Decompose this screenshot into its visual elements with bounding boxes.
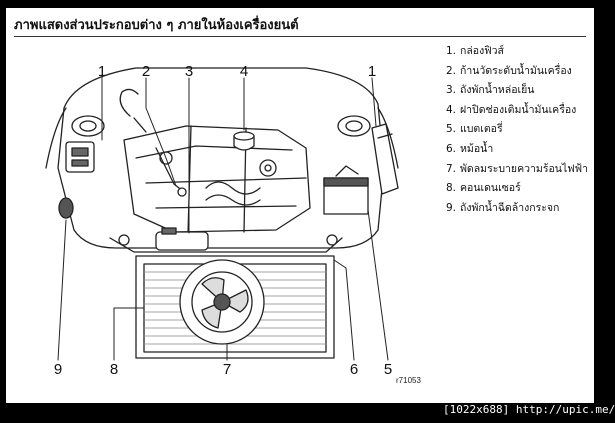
- image-host-watermark: [1022x688] http://upic.me/: [443, 403, 615, 416]
- legend-number: 1.: [446, 45, 457, 57]
- washer-tank: [58, 197, 74, 219]
- legend-label: ถังพักน้ำฉีดล้างกระจก: [460, 201, 560, 214]
- leader-6: [333, 259, 355, 361]
- figure-id: r71053: [396, 376, 421, 385]
- callout-9: 9: [54, 361, 62, 378]
- legend-label: คอนเดนเซอร์: [460, 182, 521, 195]
- callout-5: 5: [384, 361, 392, 378]
- legend-label: ฝาปิดช่องเติมน้ำมันเครื่อง: [460, 103, 577, 116]
- legend-number: 3.: [446, 84, 457, 97]
- coolant-reservoir: [155, 231, 209, 251]
- legend-number: 5.: [446, 123, 457, 136]
- legend-item: 8.คอนเดนเซอร์: [446, 179, 588, 199]
- legend-item: 5.แบตเตอรี่: [446, 120, 588, 140]
- legend-item: 9.ถังพักน้ำฉีดล้างกระจก: [446, 199, 588, 219]
- legend-item: 6.หม้อน้ำ: [446, 140, 588, 160]
- legend-label: แบตเตอรี่: [460, 123, 503, 136]
- leader-1b: [371, 77, 377, 127]
- callout-2: 2: [142, 63, 150, 80]
- legend-item: 4.ฝาปิดช่องเติมน้ำมันเครื่อง: [446, 101, 588, 121]
- leader-2: [145, 77, 177, 187]
- callout-8: 8: [110, 361, 118, 378]
- legend-item: 7.พัดลมระบายความร้อนไฟฟ้า: [446, 160, 588, 180]
- engine-block: [123, 125, 311, 233]
- legend-item: 3.ถังพักน้ำหล่อเย็น: [446, 81, 588, 101]
- legend-number: 4.: [446, 103, 457, 116]
- legend-number: 8.: [446, 182, 457, 195]
- callout-1-right: 1: [368, 63, 376, 80]
- manual-page: ภาพแสดงส่วนประกอบต่าง ๆ ภายในห้องเครื่อง…: [6, 8, 594, 403]
- title-divider: [14, 36, 586, 37]
- page-title: ภาพแสดงส่วนประกอบต่าง ๆ ภายในห้องเครื่อง…: [14, 18, 299, 33]
- engine-bay-diagram: 1 2 3 4 1 9 8 7 6 5 r71053: [45, 63, 421, 385]
- legend-number: 2.: [446, 64, 457, 77]
- callout-4: 4: [240, 63, 248, 80]
- callout-7: 7: [223, 361, 231, 378]
- leader-5: [367, 209, 389, 361]
- fuse-box-left: [65, 141, 95, 173]
- legend-label: พัดลมระบายความร้อนไฟฟ้า: [460, 162, 588, 175]
- callout-1-left: 1: [98, 63, 106, 80]
- legend-number: 6.: [446, 142, 457, 155]
- callout-6: 6: [350, 361, 358, 378]
- legend-number: 9.: [446, 201, 457, 214]
- engine-bay-outline: [57, 67, 385, 249]
- leader-9: [57, 219, 67, 361]
- legend-item: 1.กล่องฟิวส์: [446, 42, 588, 62]
- legend-number: 7.: [446, 162, 457, 175]
- legend-label: กล่องฟิวส์: [460, 45, 504, 57]
- callout-3: 3: [185, 63, 193, 80]
- legend-label: หม้อน้ำ: [460, 142, 494, 155]
- legend-item: 2.ก้านวัดระดับน้ำมันเครื่อง: [446, 62, 588, 82]
- legend-label: ก้านวัดระดับน้ำมันเครื่อง: [460, 64, 572, 77]
- fuse-box-right: [371, 123, 399, 195]
- leader-8: [113, 307, 145, 361]
- legend-label: ถังพักน้ำหล่อเย็น: [460, 84, 535, 97]
- parts-legend: 1.กล่องฟิวส์ 2.ก้านวัดระดับน้ำมันเครื่อง…: [446, 42, 588, 218]
